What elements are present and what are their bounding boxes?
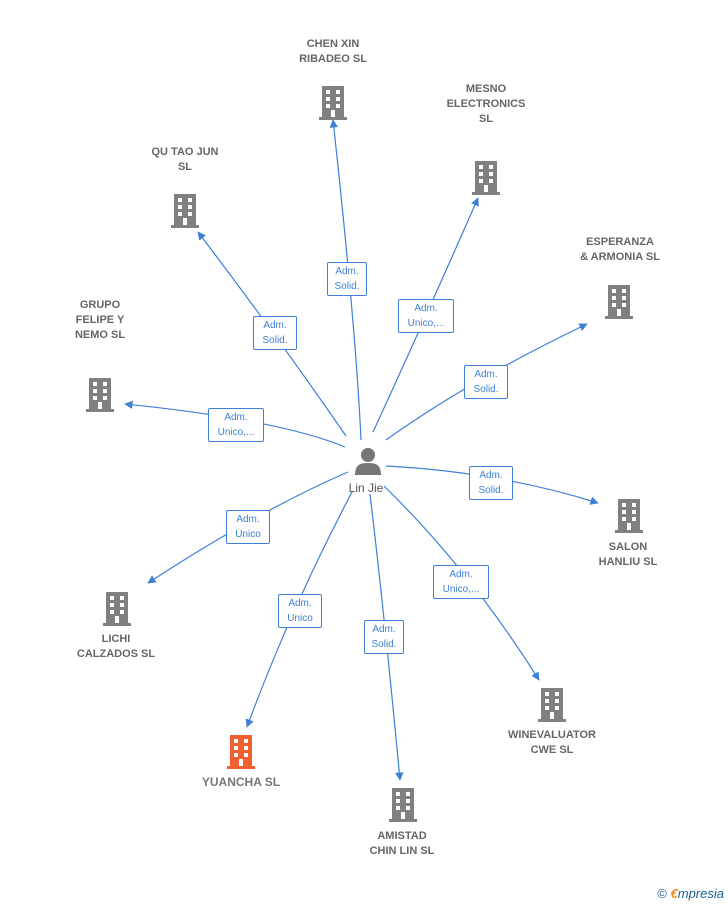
empresia-logo-text: mpresia (677, 886, 724, 901)
role-badge-winevaluator[interactable]: Adm. Unico,... (433, 565, 489, 599)
person-icon[interactable] (355, 448, 381, 475)
center-person-name[interactable]: Lin Jie (348, 481, 384, 495)
building-icon[interactable] (171, 194, 199, 228)
company-name-qu-tao-jun[interactable]: QU TAO JUN SL (151, 146, 219, 173)
role-badge-salon-hanliu[interactable]: Adm. Solid. (469, 466, 513, 500)
role-badge-grupo-felipe[interactable]: Adm. Unico,... (208, 408, 264, 442)
role-badge-amistad[interactable]: Adm. Solid. (364, 620, 404, 654)
empresia-logo-e: € (670, 886, 678, 901)
empresia-watermark: © €mpresia (657, 886, 724, 901)
building-icon[interactable] (615, 499, 643, 533)
company-name-winevaluator[interactable]: WINEVALUATOR CWE SL (508, 729, 596, 756)
building-icon[interactable] (319, 86, 347, 120)
building-icon[interactable] (389, 788, 417, 822)
edge-chen-xin (329, 119, 362, 441)
copyright-icon: © (657, 886, 667, 901)
building-icon[interactable] (86, 378, 114, 412)
company-name-chen-xin[interactable]: CHEN XIN RIBADEO SL (299, 38, 367, 65)
company-name-salon-hanliu[interactable]: SALON HANLIU SL (598, 541, 658, 568)
role-badge-esperanza[interactable]: Adm. Solid. (464, 365, 508, 399)
building-icon[interactable] (227, 735, 255, 769)
building-icon[interactable] (472, 161, 500, 195)
role-badge-lichi[interactable]: Adm. Unico (226, 510, 270, 544)
role-badge-yuancha[interactable]: Adm. Unico (278, 594, 322, 628)
company-name-amistad[interactable]: AMISTAD CHIN LIN SL (369, 830, 435, 857)
role-badge-qu-tao-jun[interactable]: Adm. Solid. (253, 316, 297, 350)
company-name-lichi[interactable]: LICHI CALZADOS SL (76, 633, 156, 660)
company-name-grupo-felipe[interactable]: GRUPO FELIPE Y NEMO SL (74, 299, 126, 341)
building-icon[interactable] (103, 592, 131, 626)
role-badge-mesno[interactable]: Adm. Unico,... (398, 299, 454, 333)
company-name-mesno[interactable]: MESNO ELECTRONICS SL (446, 83, 526, 125)
company-name-yuancha[interactable]: YUANCHA SL (201, 775, 281, 789)
company-name-esperanza[interactable]: ESPERANZA & ARMONIA SL (580, 236, 660, 263)
building-icon[interactable] (605, 285, 633, 319)
building-icon[interactable] (538, 688, 566, 722)
role-badge-chen-xin[interactable]: Adm. Solid. (327, 262, 367, 296)
